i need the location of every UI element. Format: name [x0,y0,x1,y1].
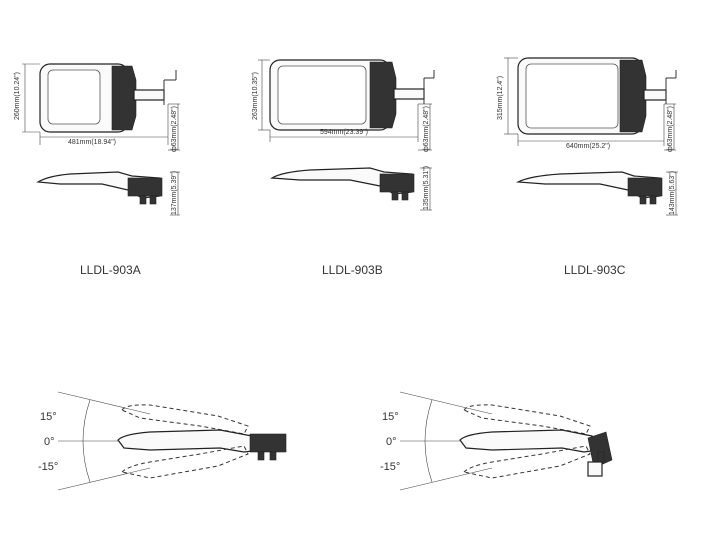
model-b-side-dim: 135mm(5.31") [423,166,430,210]
model-a-side-view: 137mm(5.39") [36,171,180,216]
model-c-top-view: 315mm(12.4") 640mm(25.2") ф63mm(2.48") [497,57,677,152]
tilt-left-angle-down: -15° [38,461,58,473]
model-c-height-dim: 315mm(12.4") [497,76,504,120]
model-b-pole-dim: ф63mm(2.48") [423,106,430,152]
model-c-name: LLDL-903C [564,263,626,277]
model-b-side-view: 135mm(5.31") [270,166,432,211]
tilt-view-left: 15° 0° -15° [38,391,287,491]
tilt-left-angle-zero: 0° [44,436,55,448]
model-b-name: LLDL-903B [322,263,383,277]
tilt-view-right: 15° 0° -15° [380,391,613,491]
model-a-height-dim: 260mm(10.24") [14,72,21,120]
model-a-pole-dim: ф63mm(2.48") [171,106,178,152]
tilt-right-angle-zero: 0° [386,436,397,448]
model-c-width-dim: 640mm(25.2") [566,143,610,150]
tilt-right-angle-down: -15° [380,461,400,473]
model-b-height-dim: 263mm(10.35") [252,72,259,120]
tilt-left-angle-up: 15° [40,411,57,423]
model-a-top-view: 260mm(10.24") 481mm(18.94") ф63mm(2.48") [14,63,180,152]
model-b-width-dim: 594mm(23.39") [320,129,368,136]
model-a-name: LLDL-903A [80,263,141,277]
model-c-side-dim: 143mm(5.63") [669,171,676,215]
model-a-width-dim: 481mm(18.94") [68,139,116,146]
model-c-pole-dim: ф63mm(2.48") [667,106,674,152]
model-b-top-view: 263mm(10.35") 594mm(23.39") ф63mm(2.48") [252,59,435,152]
model-a-side-dim: 137mm(5.39") [171,171,178,215]
model-c-side-view: 143mm(5.63") [515,171,678,216]
tilt-right-angle-up: 15° [382,411,399,423]
